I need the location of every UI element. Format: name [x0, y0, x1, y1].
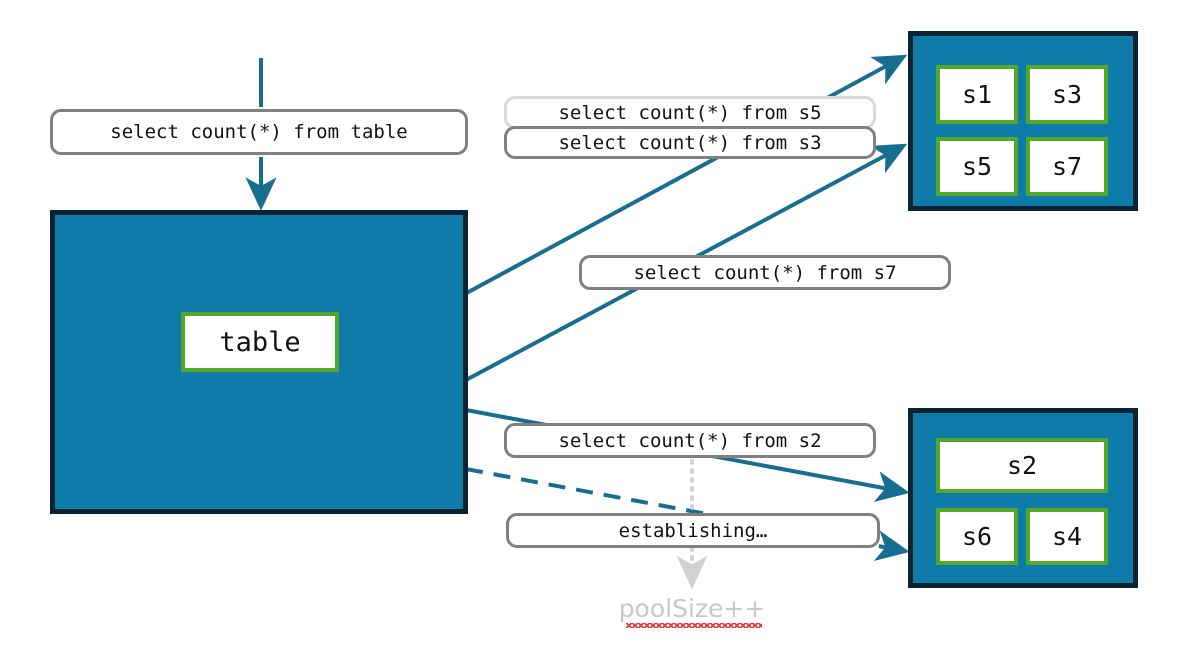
shard-cell-s3-label: s3 — [1051, 80, 1083, 109]
shard-cell-s7-label: s7 — [1051, 152, 1083, 181]
shard-cell-s2[interactable]: s2 — [936, 438, 1108, 493]
query-label-s5[interactable]: select count(*) from s5 — [504, 96, 876, 129]
shard-cell-s6-label: s6 — [961, 522, 993, 551]
spellcheck-underline — [626, 623, 762, 628]
establishing-label[interactable]: establishing… — [506, 513, 880, 548]
query-label-s2[interactable]: select count(*) from s2 — [504, 423, 876, 458]
pool-size-annotation: poolSize++ — [592, 594, 792, 623]
query-label-s7[interactable]: select count(*) from s7 — [579, 255, 951, 290]
shard-cell-s4-label: s4 — [1051, 522, 1083, 551]
table-node-label: table — [219, 326, 301, 358]
pool-size-annotation-text: poolSize++ — [618, 594, 766, 623]
query-label-s7-text: select count(*) from s7 — [633, 261, 897, 284]
shard-cell-s3[interactable]: s3 — [1026, 65, 1108, 124]
query-label-s2-text: select count(*) from s2 — [558, 429, 822, 452]
query-label-s3-text: select count(*) from s3 — [558, 131, 822, 154]
entry-query-label[interactable]: select count(*) from table — [50, 109, 468, 155]
shard-cell-s4[interactable]: s4 — [1026, 508, 1108, 565]
shard-cell-s2-label: s2 — [1006, 451, 1038, 480]
query-label-s5-text: select count(*) from s5 — [558, 101, 822, 124]
shard-cell-s7[interactable]: s7 — [1026, 137, 1108, 196]
shard-cell-s5[interactable]: s5 — [936, 137, 1018, 196]
shard-cell-s1-label: s1 — [961, 80, 993, 109]
query-label-s3[interactable]: select count(*) from s3 — [504, 126, 876, 159]
table-node[interactable]: table — [181, 312, 339, 372]
shard-cell-s6[interactable]: s6 — [936, 508, 1018, 565]
entry-query-label-text: select count(*) from table — [110, 121, 408, 143]
establishing-label-text: establishing… — [618, 519, 768, 542]
shard-cell-s1[interactable]: s1 — [936, 65, 1018, 124]
shard-cell-s5-label: s5 — [961, 152, 993, 181]
